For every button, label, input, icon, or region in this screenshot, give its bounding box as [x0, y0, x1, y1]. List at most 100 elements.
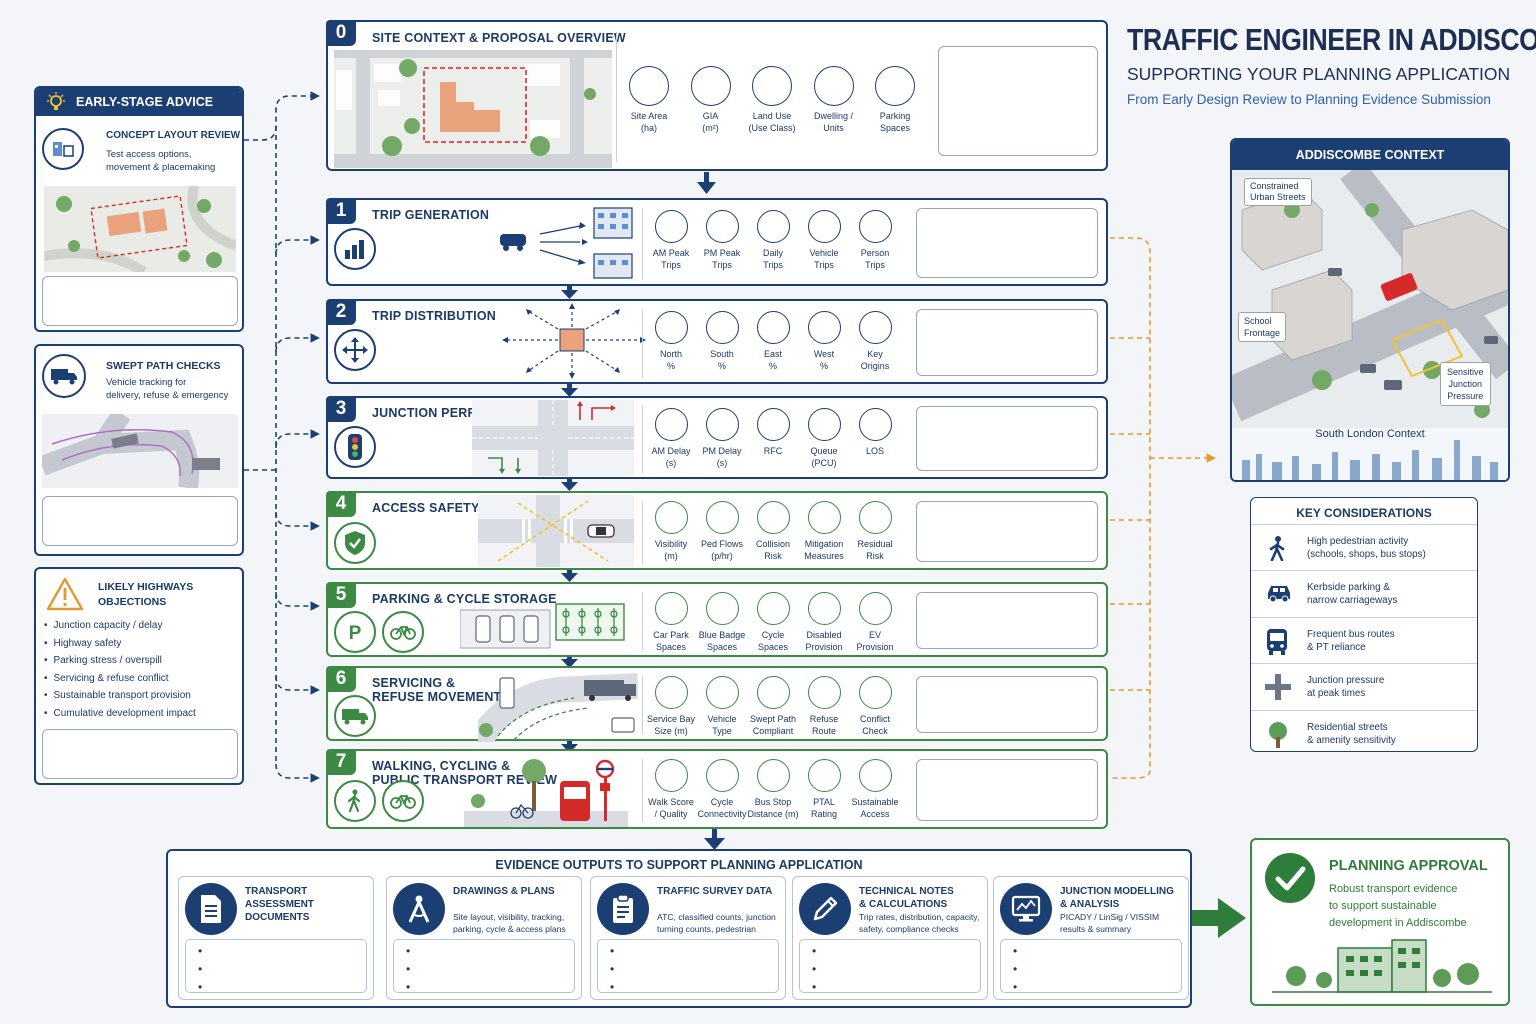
- metric-value-circle[interactable]: [756, 759, 790, 792]
- metric-value-circle[interactable]: [705, 408, 739, 441]
- swept-path-notes-box[interactable]: [42, 496, 238, 546]
- metric-value-circle[interactable]: [705, 501, 739, 534]
- evidence-notes-box[interactable]: •••: [1000, 939, 1182, 994]
- label-school-frontage: School Frontage: [1238, 312, 1287, 342]
- metric-value-circle[interactable]: [858, 592, 892, 625]
- objections-notes-box[interactable]: [42, 729, 238, 779]
- checkmark-icon: [1265, 853, 1315, 903]
- evidence-desc-line: parking, cycle & access plans: [453, 924, 566, 934]
- stage-title: PARKING & CYCLE STORAGE: [372, 592, 557, 606]
- stage-0-notes-box[interactable]: [938, 46, 1098, 156]
- consideration-text: Residential streets& amenity sensitivity: [1307, 721, 1396, 747]
- clipboard-icon: [597, 883, 649, 935]
- evidence-notes-box[interactable]: •••: [597, 939, 779, 994]
- metric-value-circle[interactable]: [705, 759, 739, 792]
- evidence-title-line: JUNCTION MODELLING: [1060, 886, 1174, 897]
- metric-label-line: Visibility: [654, 539, 688, 549]
- metric-value-circle[interactable]: [807, 408, 841, 441]
- metric-label-line: Origins: [860, 360, 890, 371]
- objection-item: Highway safety: [44, 635, 196, 653]
- evidence-notes-box[interactable]: •••: [799, 939, 981, 994]
- metric-label: AM Delay(s): [640, 446, 702, 469]
- metric-label-line: Type: [712, 725, 732, 736]
- metric-value-circle[interactable]: [756, 592, 790, 625]
- metric-value-circle[interactable]: [690, 66, 731, 106]
- metric-value-circle[interactable]: [654, 408, 688, 441]
- metric-value-circle[interactable]: [654, 592, 688, 625]
- consideration-text: Frequent bus routes& PT reliance: [1307, 628, 1395, 654]
- stage-notes-box[interactable]: [916, 592, 1098, 649]
- stage-number: 3: [326, 396, 356, 422]
- metric-value-circle[interactable]: [756, 311, 790, 344]
- early-stage-notes-box[interactable]: [42, 276, 238, 326]
- metric-value-circle[interactable]: [654, 676, 688, 709]
- stage-notes-box[interactable]: [916, 309, 1098, 376]
- metric-value-circle[interactable]: [813, 66, 854, 106]
- stage-title-line: REFUSE MOVEMENT: [372, 690, 502, 704]
- metric-value-circle[interactable]: [705, 676, 739, 709]
- evidence-item-title: TECHNICAL NOTES& CALCULATIONS: [859, 885, 954, 911]
- metric-value-circle[interactable]: [858, 210, 892, 243]
- metric-label-line: (m): [664, 550, 678, 561]
- metric-value-circle[interactable]: [875, 66, 915, 106]
- metric-label-line: North: [659, 349, 682, 359]
- stage-notes-box[interactable]: [916, 759, 1098, 821]
- metric-value-circle[interactable]: [756, 408, 790, 441]
- metric-label-line: AM Delay: [651, 446, 691, 456]
- metric-value-circle[interactable]: [654, 210, 688, 243]
- metric-value-circle[interactable]: [858, 759, 892, 792]
- evidence-notes-box[interactable]: •••: [185, 939, 367, 994]
- metric-value-circle[interactable]: [807, 311, 841, 344]
- metric-item: South%: [691, 311, 753, 372]
- label-line: Junction: [1448, 379, 1483, 389]
- metric-label-line: / Quality: [654, 808, 688, 819]
- metric-value-circle[interactable]: [705, 311, 739, 344]
- metric-value-circle[interactable]: [807, 501, 841, 534]
- metric-value-circle[interactable]: [807, 759, 841, 792]
- metric-label-line: Car Park: [653, 630, 689, 640]
- metric-value-circle[interactable]: [629, 66, 669, 106]
- metric-value-circle[interactable]: [654, 759, 688, 792]
- metric-value-circle[interactable]: [858, 676, 892, 709]
- metric-label: Dwelling /Units: [803, 111, 865, 134]
- metric-value-circle[interactable]: [756, 501, 790, 534]
- metric-label-line: Person: [860, 248, 890, 258]
- metric-value-circle[interactable]: [858, 408, 892, 441]
- metric-value-circle[interactable]: [752, 66, 792, 106]
- stage-notes-box[interactable]: [916, 501, 1098, 562]
- metric-label-line: Check: [862, 725, 888, 736]
- metric-value-circle[interactable]: [807, 210, 841, 243]
- addiscombe-context-panel: ADDISCOMBE CONTEXT Constrained Urban Str…: [1230, 138, 1510, 482]
- stage-number: 2: [326, 299, 356, 325]
- metric-value-circle[interactable]: [807, 592, 841, 625]
- metric-value-circle[interactable]: [654, 311, 688, 344]
- metric-label-line: Ped Flows: [700, 539, 744, 549]
- objection-item: Sustainable transport provision: [44, 687, 196, 705]
- metric-value-circle[interactable]: [756, 210, 790, 243]
- stage-notes-box[interactable]: [916, 676, 1098, 733]
- metric-value-circle[interactable]: [705, 592, 739, 625]
- metric-value-circle[interactable]: [705, 210, 739, 243]
- bus-icon: [1265, 628, 1291, 655]
- metric-value-circle[interactable]: [858, 311, 892, 344]
- stage-notes-box[interactable]: [916, 406, 1098, 471]
- metric-value-circle[interactable]: [654, 501, 688, 534]
- metric-value-circle[interactable]: [858, 501, 892, 534]
- consideration-item: High pedestrian activity(schools, shops,…: [1251, 524, 1477, 570]
- metric-label-line: Daily: [762, 248, 783, 258]
- metric-label-line: Vehicle: [707, 714, 737, 724]
- stage-notes-box[interactable]: [916, 208, 1098, 278]
- metric-value-circle[interactable]: [807, 676, 841, 709]
- stage-illustration: [478, 495, 634, 572]
- metric-label-line: %: [768, 360, 777, 371]
- evidence-notes-box[interactable]: •••: [393, 939, 575, 994]
- metric-value-circle[interactable]: [756, 676, 790, 709]
- divider: [616, 32, 617, 162]
